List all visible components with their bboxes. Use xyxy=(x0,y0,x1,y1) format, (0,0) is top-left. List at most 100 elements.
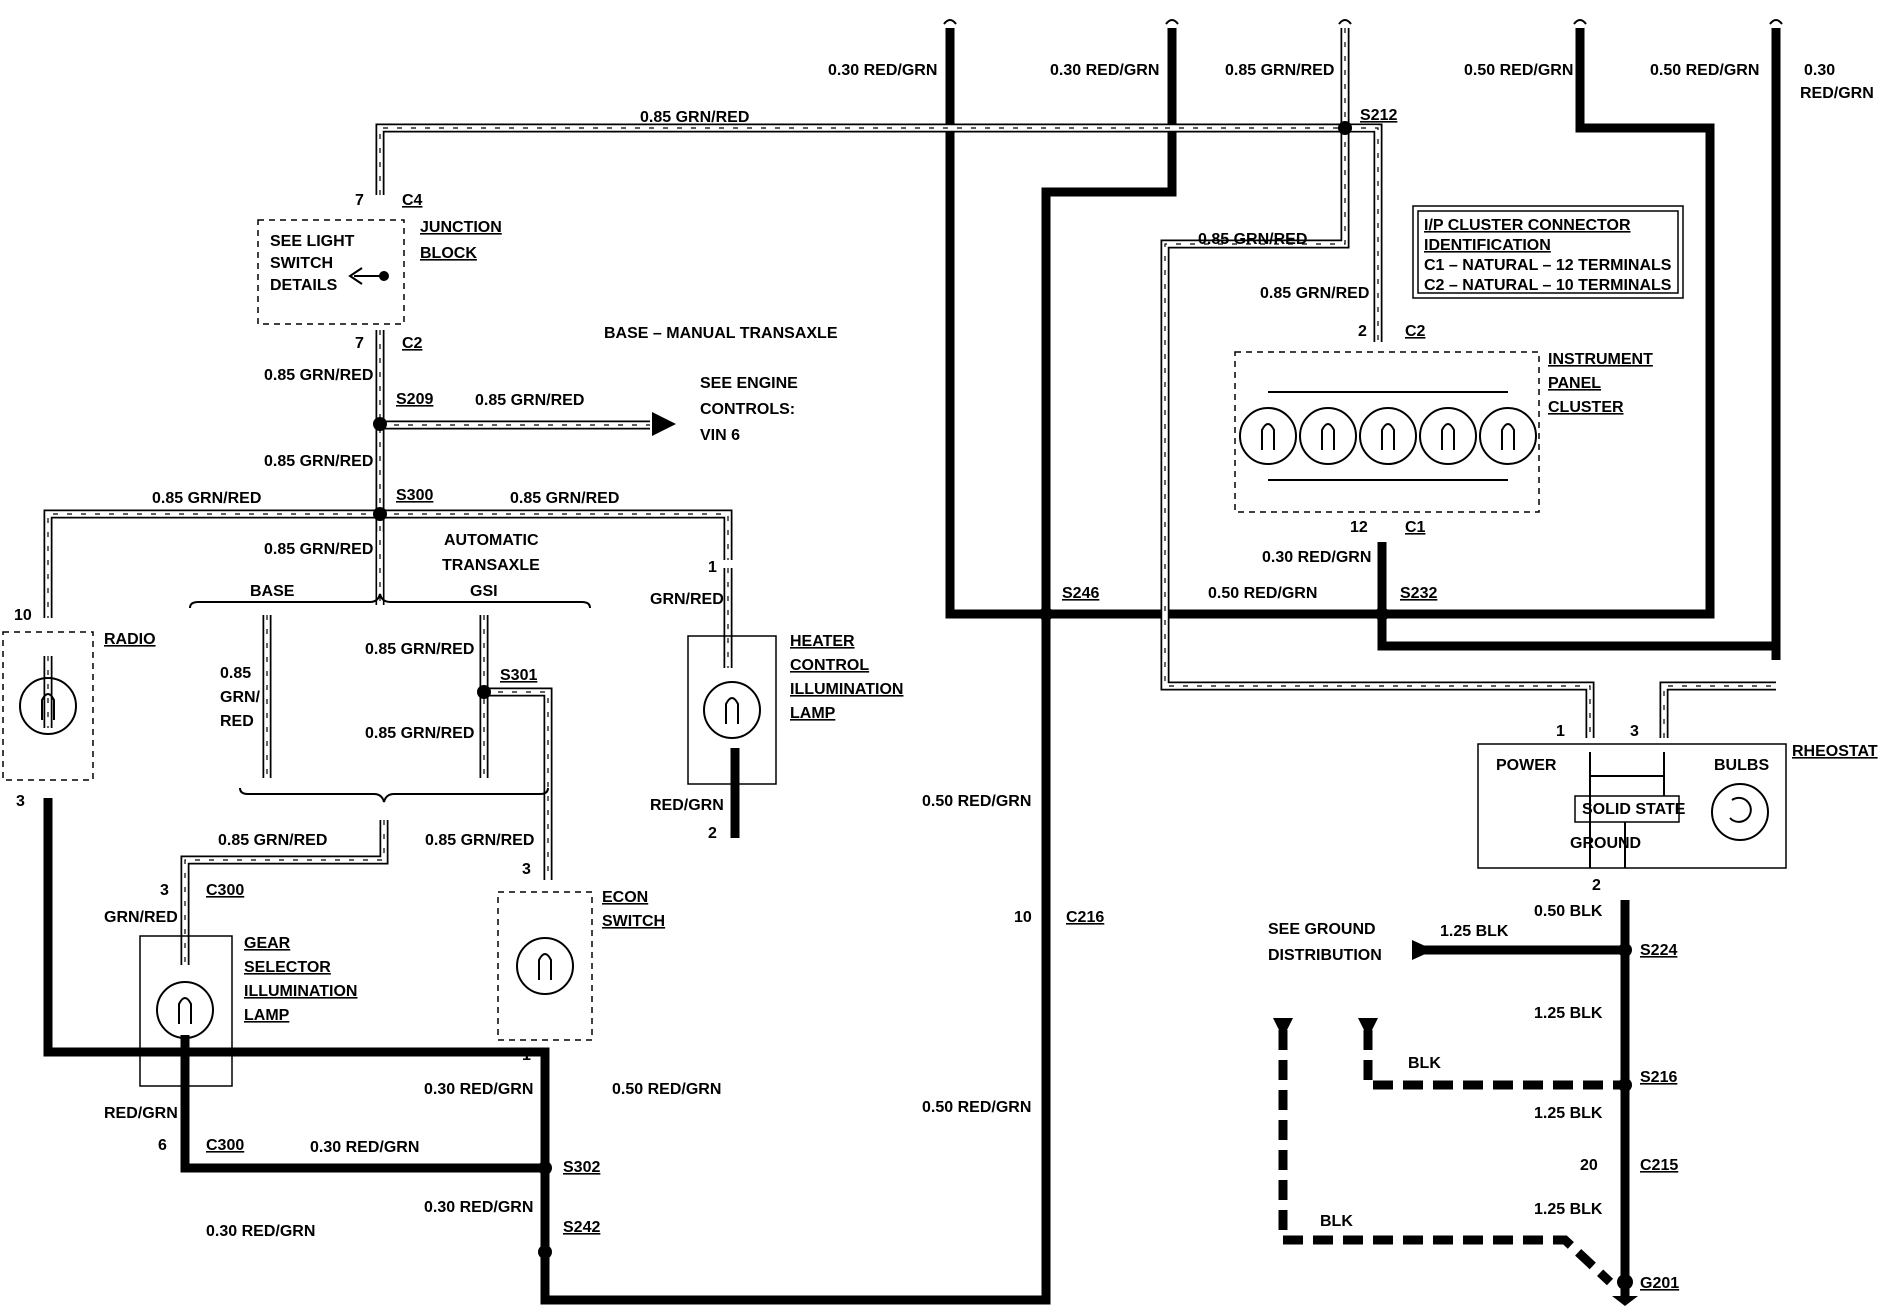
c300-top-pin: 3 xyxy=(160,882,169,899)
automatic-label: AUTOMATIC xyxy=(444,532,539,549)
econ-top-pin: 3 xyxy=(522,861,531,878)
blk-down-arrow-icon xyxy=(1273,1018,1293,1038)
ip-box-line-3: C1 – NATURAL – 12 TERMINALS xyxy=(1424,257,1672,274)
top-wire-label-3: 0.85 GRN/RED xyxy=(1225,62,1334,79)
power-label: POWER xyxy=(1496,757,1557,774)
gear-label-3: ILLUMINATION xyxy=(244,983,357,1000)
splice-s224-dot xyxy=(1618,943,1632,957)
bottom-brace xyxy=(239,787,549,803)
cluster-c1-wire-label: 0.30 RED/GRN xyxy=(1262,549,1371,566)
c300-top-label: C300 xyxy=(206,882,244,899)
c4-pin: 7 xyxy=(355,192,364,209)
ground-symbol-icon xyxy=(1612,1296,1638,1306)
c215-label: C215 xyxy=(1640,1157,1678,1174)
wire-break-marks xyxy=(943,19,1783,25)
cluster-c2-pin: 2 xyxy=(1358,323,1367,340)
radio-box xyxy=(2,631,94,781)
engine-label-2: CONTROLS: xyxy=(700,401,795,418)
heater-out-label: RED/GRN xyxy=(650,797,724,814)
blk-dashed-wires xyxy=(1278,1030,1625,1286)
econ-out-2-label: 0.30 RED/GRN xyxy=(424,1199,533,1216)
gear-label-2: SELECTOR xyxy=(244,959,331,976)
ground-in-label: 1.25 BLK xyxy=(1440,923,1509,940)
top-wire-label-7: RED/GRN xyxy=(1800,85,1874,102)
c216-pin: 10 xyxy=(1014,909,1032,926)
splice-s242-dot xyxy=(538,1245,552,1259)
s300-left-label: 0.85 GRN/RED xyxy=(152,490,261,507)
see-ground-label-1: SEE GROUND xyxy=(1268,921,1376,938)
c300-bottom-pin: 6 xyxy=(158,1137,167,1154)
s224-label: S224 xyxy=(1640,942,1677,959)
see-ground-label-2: DISTRIBUTION xyxy=(1268,947,1382,964)
top-wire-label-4: 0.50 RED/GRN xyxy=(1464,62,1573,79)
heater-label-2: CONTROL xyxy=(790,657,869,674)
econ-label-1: ECON xyxy=(602,889,648,906)
radio-bottom-pin: 3 xyxy=(16,793,25,810)
junction-label-2: BLOCK xyxy=(420,245,477,262)
ground-2-label: 1.25 BLK xyxy=(1534,1105,1603,1122)
light-switch-arrow-icon xyxy=(348,267,384,285)
econ-switch-box xyxy=(497,891,593,1041)
splice-s212-dot xyxy=(1338,121,1352,135)
rheostat-pin2: 2 xyxy=(1592,877,1601,894)
heater-lamp-icon xyxy=(703,681,761,739)
ground-arrow-icon xyxy=(1412,940,1434,960)
main-mid-1-label: 0.50 RED/GRN xyxy=(922,793,1031,810)
s300-label: S300 xyxy=(396,487,433,504)
base-manual-label: BASE – MANUAL TRANSAXLE xyxy=(604,325,838,342)
option-braces xyxy=(189,593,591,803)
radio-lamp-icon xyxy=(19,677,77,735)
heater-bottom-pin: 2 xyxy=(708,825,717,842)
light-switch-label-1: SEE LIGHT xyxy=(270,233,355,250)
rheostat-ground-label: 0.50 BLK xyxy=(1534,903,1603,920)
s232-label: S232 xyxy=(1400,585,1437,602)
econ-out-label: 0.30 RED/GRN xyxy=(424,1081,533,1098)
cluster-c1-label: C1 xyxy=(1405,519,1426,536)
heater-lamp-box xyxy=(687,635,777,785)
econ-feed-label: 0.85 GRN/RED xyxy=(425,832,534,849)
gsi-down-label: 0.85 GRN/RED xyxy=(365,725,474,742)
solid-state-label: SOLID STATE xyxy=(1582,801,1686,818)
s212-label: S212 xyxy=(1360,107,1397,124)
econ-bottom-pin: 1 xyxy=(522,1047,531,1064)
blk-a-label: BLK xyxy=(1408,1055,1441,1072)
top-wire-label-2: 0.30 RED/GRN xyxy=(1050,62,1159,79)
splice-s209-dot xyxy=(373,417,387,431)
blk-b-label: BLK xyxy=(1320,1213,1353,1230)
cluster-box xyxy=(1234,351,1540,513)
splice-s301-dot xyxy=(477,685,491,699)
ipc-label-2: PANEL xyxy=(1548,375,1601,392)
heater-top-pin: 1 xyxy=(708,559,717,576)
heater-in-label: GRN/RED xyxy=(650,591,724,608)
top-wire-label-1: 0.30 RED/GRN xyxy=(828,62,937,79)
rheostat-label: RHEOSTAT xyxy=(1792,743,1878,760)
ipc-label-3: CLUSTER xyxy=(1548,399,1624,416)
light-switch-label-2: SWITCH xyxy=(270,255,333,272)
s300-down-label: 0.85 GRN/RED xyxy=(264,541,373,558)
rheostat-box xyxy=(1477,743,1787,869)
splice-g201-dot xyxy=(1617,1274,1633,1290)
s302-run-label: 0.30 RED/GRN xyxy=(310,1139,419,1156)
heater-label-1: HEATER xyxy=(790,633,855,650)
s301-label: S301 xyxy=(500,667,537,684)
heater-label-4: LAMP xyxy=(790,705,836,722)
cluster-c2-label: C2 xyxy=(1405,323,1426,340)
c4-label: C4 xyxy=(402,192,423,209)
c2-pin: 7 xyxy=(355,335,364,352)
grn-red-striped-wires xyxy=(43,28,1776,965)
gear-label-4: LAMP xyxy=(244,1007,290,1024)
rheostat-dial-icon xyxy=(1711,783,1769,841)
cluster-c1-pin: 12 xyxy=(1350,519,1368,536)
radio-top-pin: 10 xyxy=(14,607,32,624)
c2-label: C2 xyxy=(402,335,423,352)
s246-s232-label: 0.50 RED/GRN xyxy=(1208,585,1317,602)
g201-label: G201 xyxy=(1640,1275,1679,1292)
ground-3-label: 1.25 BLK xyxy=(1534,1201,1603,1218)
heater-label-3: ILLUMINATION xyxy=(790,681,903,698)
splice-s232-dot xyxy=(1375,607,1389,621)
cluster-feed-2-label: 0.85 GRN/RED xyxy=(1260,285,1369,302)
bulbs-label: BULBS xyxy=(1714,757,1769,774)
econ-switch-icon xyxy=(516,937,574,995)
light-switch-box xyxy=(257,219,405,325)
